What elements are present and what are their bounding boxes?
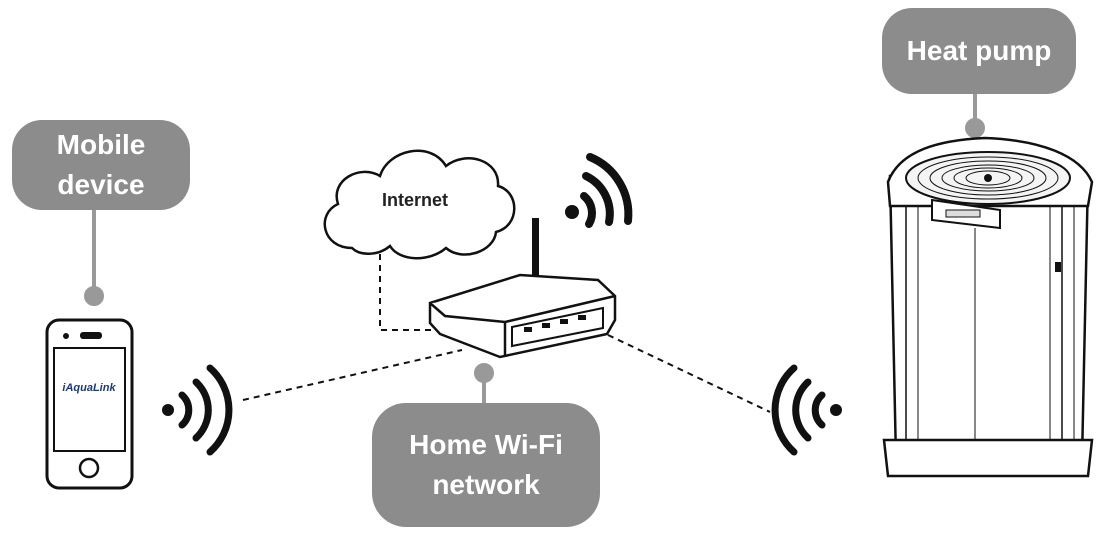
network-callout-dot [474,363,494,383]
router-icon [428,218,617,359]
mobile-device-callout: Mobile device [12,120,190,210]
cloud-icon: Internet [323,149,516,260]
mobile-callout-line1: Mobile [56,129,146,160]
phone-app-label: iAquaLink [62,382,116,394]
wifi-signal-icon [565,153,633,228]
heat-callout-dot [965,118,985,138]
smartphone-icon: iAquaLink [45,318,134,490]
network-callout-line1: Home Wi-Fi [409,429,563,460]
mobile-callout-dot [84,286,104,306]
wifi-signal-icon [162,364,233,456]
router-heatpump-link [607,334,771,413]
cloud-label: Internet [382,190,448,210]
router-antenna [532,218,539,284]
network-callout-line2: network [432,469,540,500]
home-wifi-network-callout: Home Wi-Fi network [372,403,600,527]
wifi-signal-icon [771,364,842,456]
callout-connectors [84,92,985,405]
dashed-links [242,243,771,413]
phone-router-link [242,349,463,401]
mobile-callout-line2: device [57,169,145,200]
heat-callout-label: Heat pump [906,35,1052,66]
heat-pump-callout: Heat pump [882,8,1076,94]
heat-pump-icon [882,136,1094,478]
